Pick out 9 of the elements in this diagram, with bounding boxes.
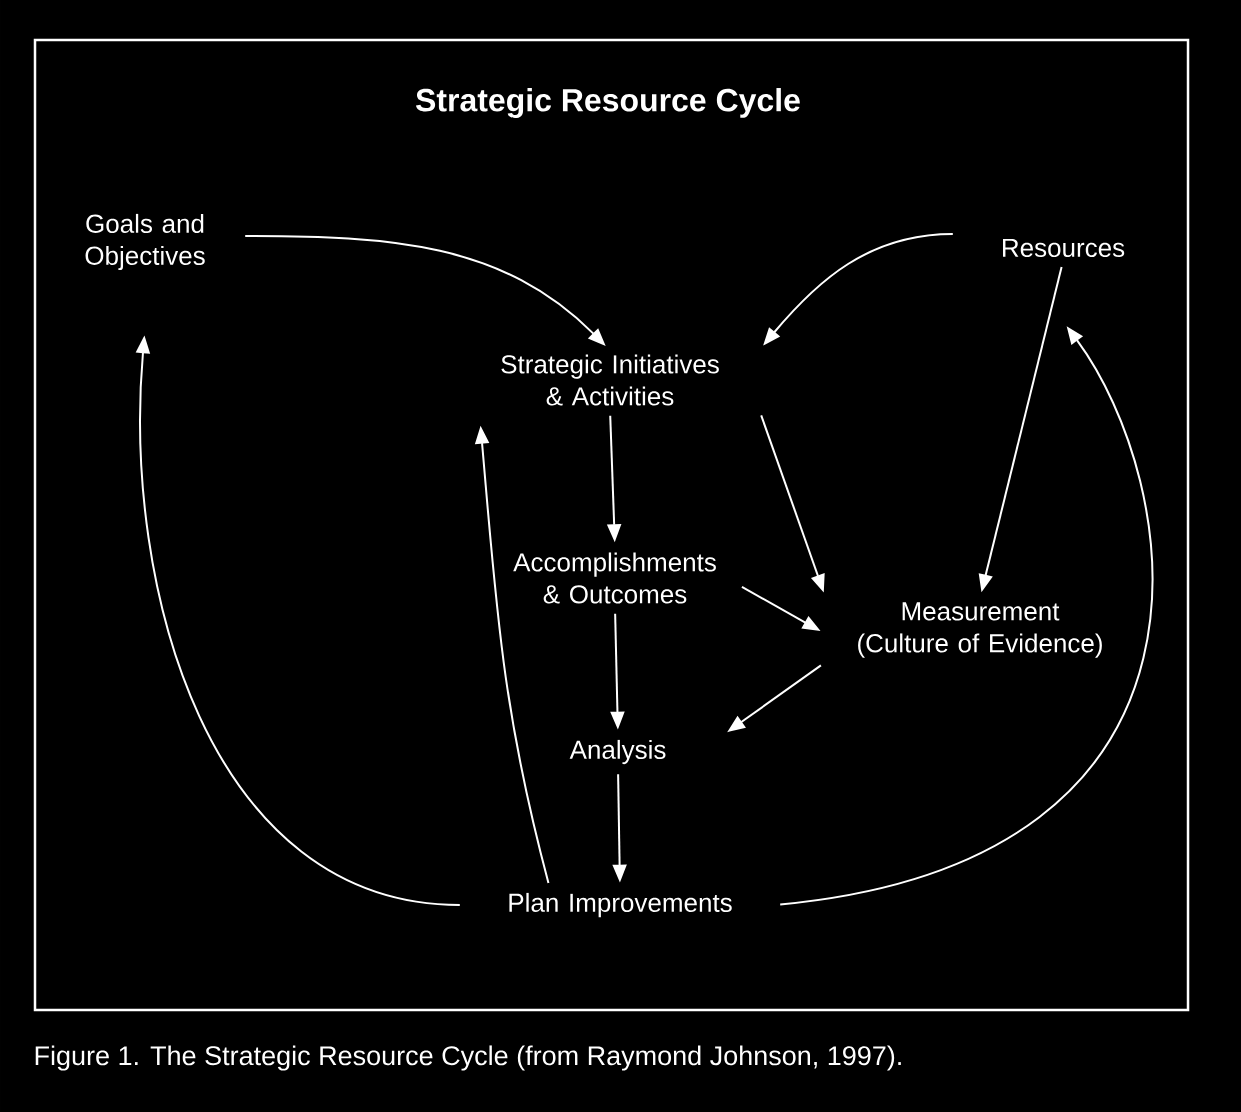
node-label: Measurement (Culture of Evidence) xyxy=(858,602,1102,658)
node-label: Goals and Objectives xyxy=(85,213,205,271)
node-label: Accomplishments & Outcomes xyxy=(513,552,716,604)
caption: Figure 1. The Strategic Resource Cycle (from Raymond Johnson, 1997). xyxy=(35,1045,901,1071)
node-label: Resources xyxy=(1003,238,1125,258)
node-label: Strategic Initiatives & Activities xyxy=(501,354,719,406)
node-label: Analysis xyxy=(569,739,666,765)
node-label: Plan Improvements xyxy=(509,892,732,918)
title: Strategic Resource Cycle xyxy=(415,88,800,118)
